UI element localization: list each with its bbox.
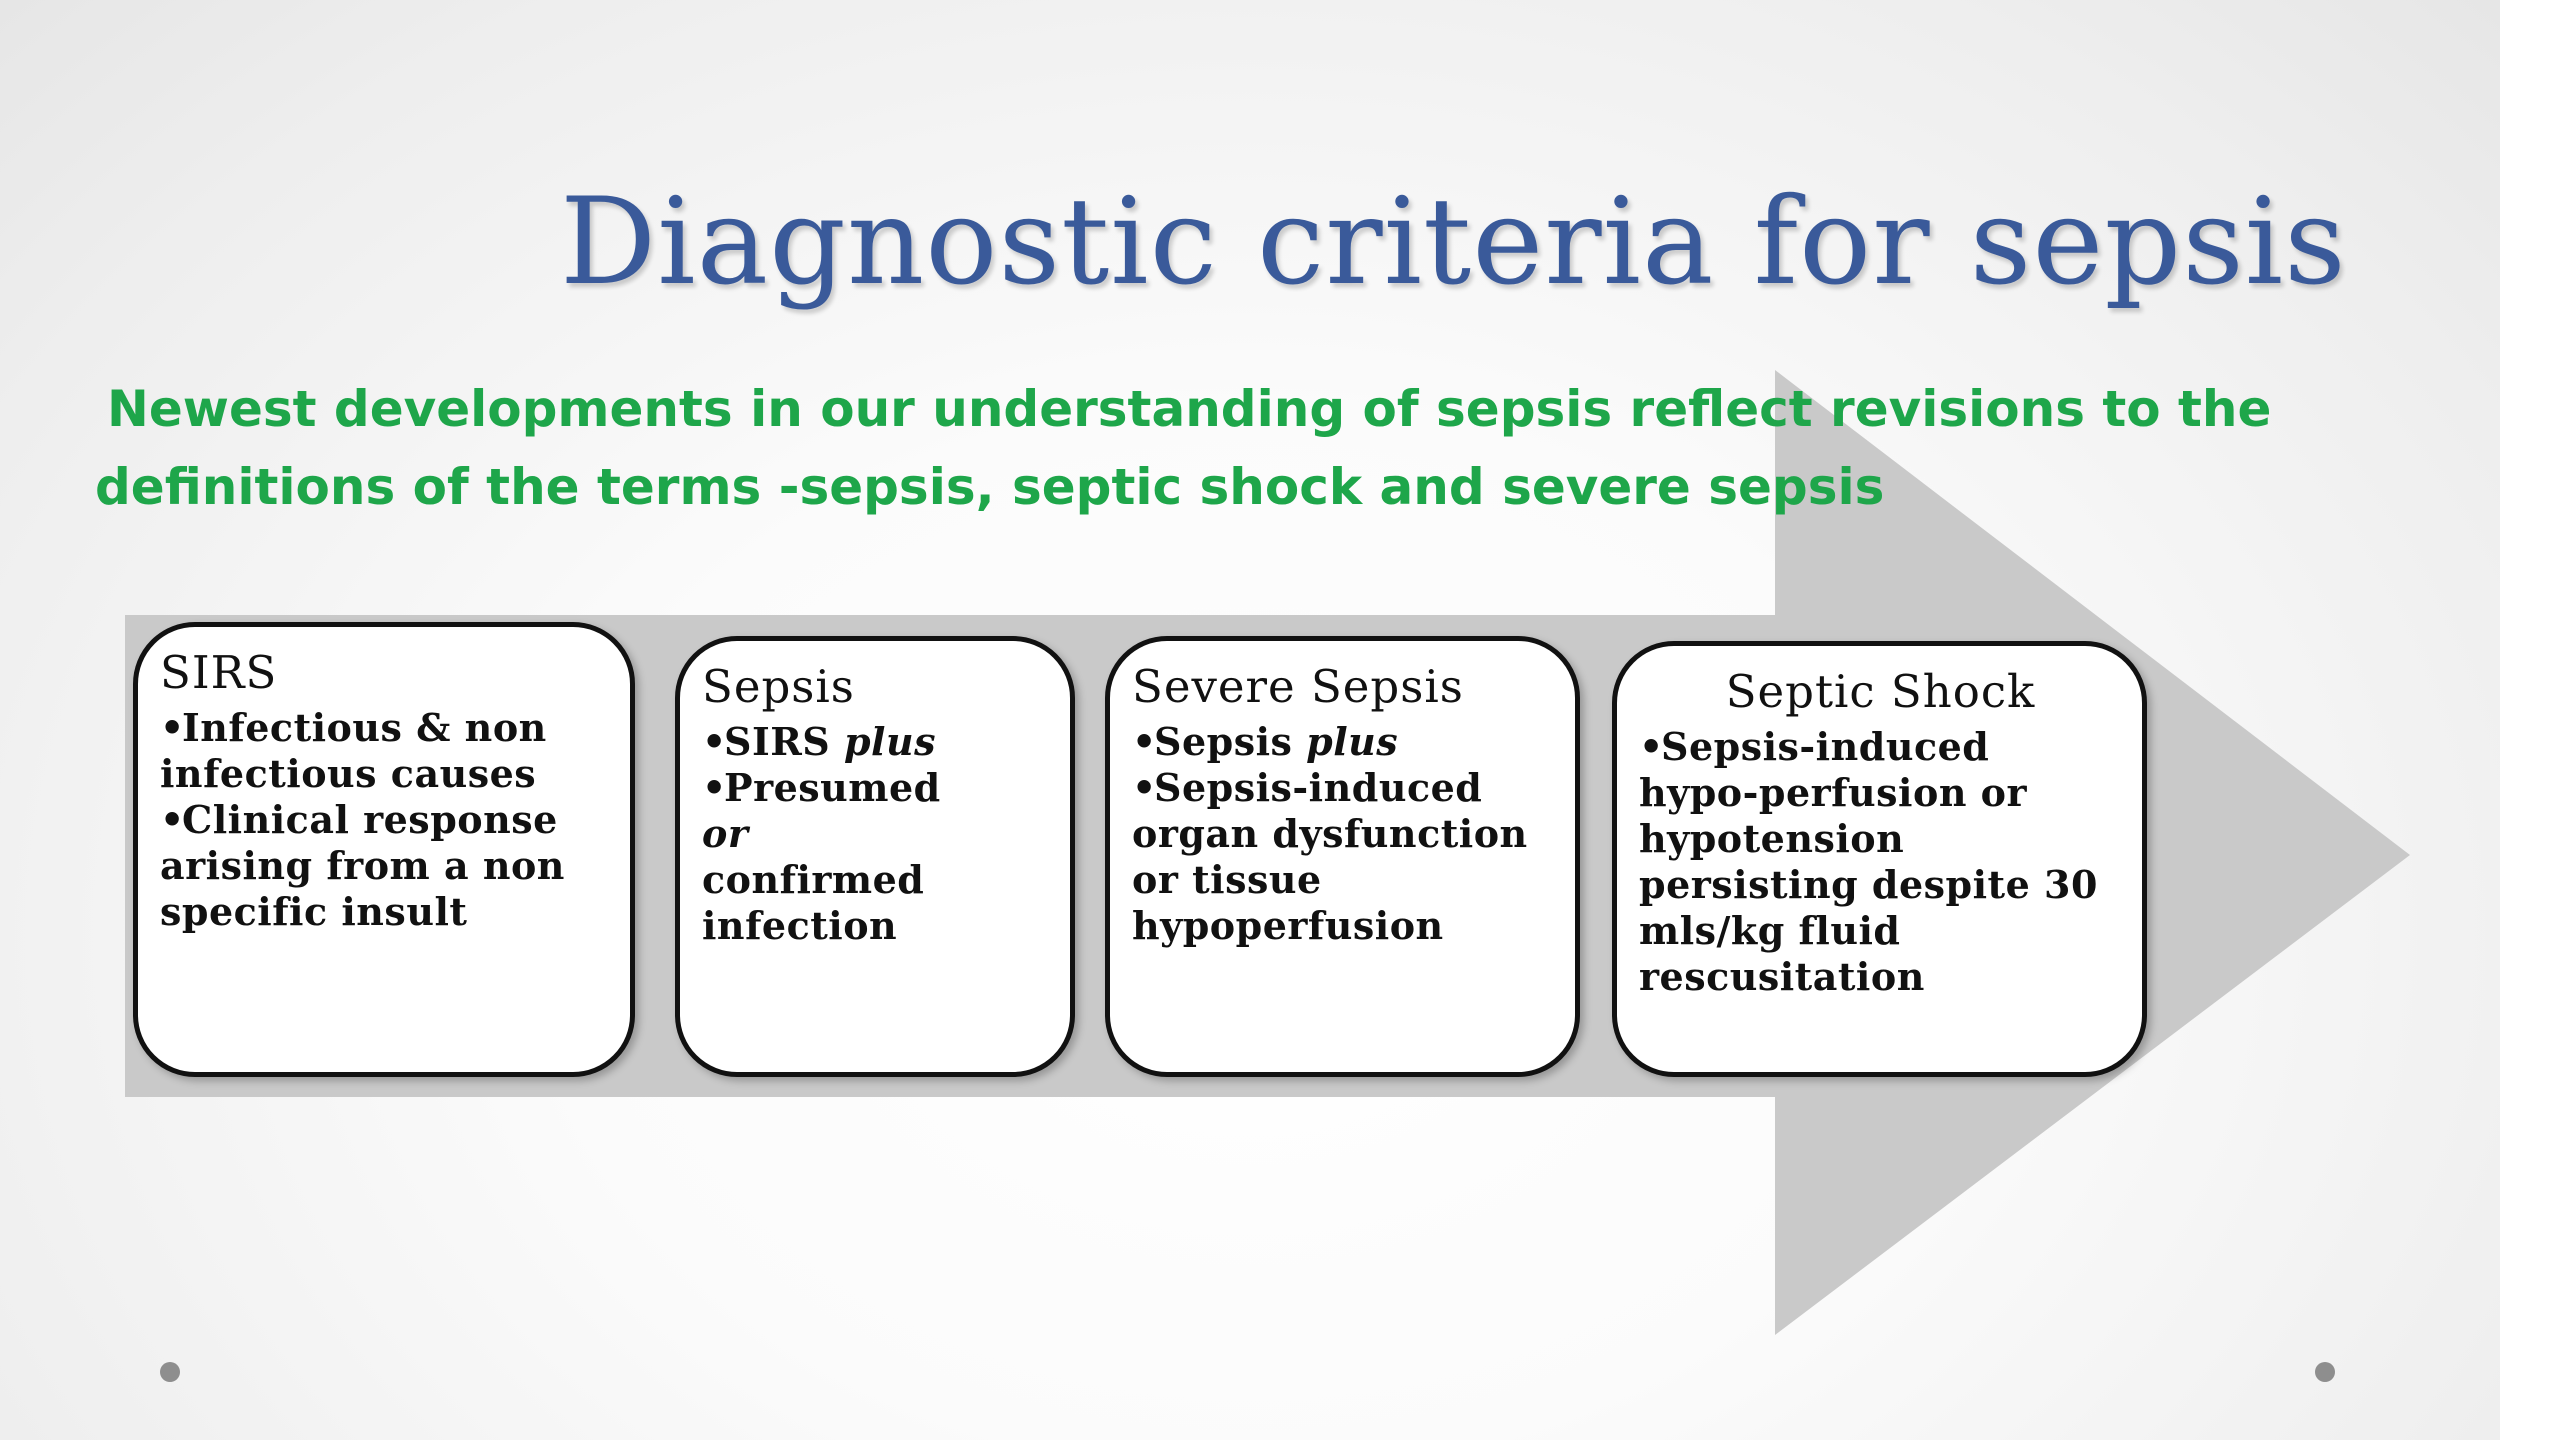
bullet-icon: •: [1132, 719, 1157, 764]
box-title: Severe Sepsis: [1132, 660, 1464, 713]
subtitle-line-2: definitions of the terms -sepsis, septic…: [95, 458, 1885, 516]
item-text: Sepsis-induced hypo-perfusion or hypoten…: [1639, 724, 2098, 999]
bullet-list: •Sepsis-induced hypo-perfusion or hypote…: [1639, 724, 2122, 1000]
list-item: •Infectious & non infectious causes: [160, 705, 610, 797]
item-text: Infectious & non infectious causes: [160, 705, 547, 796]
bullet-icon: •: [1639, 724, 1664, 769]
box-sirs: SIRS •Infectious & non infectious causes…: [133, 622, 635, 1077]
item-emphasis: plus: [843, 719, 937, 764]
bullet-icon: •: [160, 797, 185, 842]
list-item: •Sepsis-induced hypo-perfusion or hypote…: [1639, 724, 2122, 1000]
slide-title: Diagnostic criteria for sepsis: [560, 173, 2347, 312]
bullet-icon: •: [160, 705, 185, 750]
box-title: Sepsis: [702, 660, 855, 713]
item-emphasis: plus: [1306, 719, 1399, 764]
slide-dot-right: [2315, 1362, 2335, 1382]
item-text: Sepsis-induced organ dysfunction or tiss…: [1132, 765, 1528, 948]
list-item: •Clinical response arising from a non sp…: [160, 797, 610, 935]
slide-dot-left: [160, 1362, 180, 1382]
slide: Diagnostic criteria for sepsis Newest de…: [0, 0, 2500, 1440]
item-emphasis: or: [702, 811, 749, 856]
bullet-icon: •: [702, 765, 727, 810]
box-severe-sepsis: Severe Sepsis •Sepsis plus •Sepsis-induc…: [1105, 636, 1580, 1077]
item-text: SIRS: [724, 719, 844, 764]
bullet-icon: •: [1132, 765, 1157, 810]
list-item: •SIRS plus: [702, 719, 1050, 765]
bullet-icon: •: [702, 719, 727, 764]
item-text: Presumed: [724, 765, 941, 810]
bullet-list: •Infectious & non infectious causes •Cli…: [160, 705, 610, 935]
box-title: SIRS: [160, 646, 278, 699]
list-item: •Sepsis-induced organ dysfunction or tis…: [1132, 765, 1555, 949]
box-title: Septic Shock: [1725, 665, 2036, 718]
slide-subtitle: Newest developments in our understanding…: [95, 370, 2272, 526]
item-text: Sepsis: [1154, 719, 1307, 764]
subtitle-line-1: Newest developments in our understanding…: [107, 380, 2272, 438]
item-text: Clinical response arising from a non spe…: [160, 797, 565, 934]
list-item: •Sepsis plus: [1132, 719, 1555, 765]
box-septic-shock: Septic Shock •Sepsis-induced hypo-perfus…: [1612, 641, 2147, 1077]
bullet-list: •Sepsis plus •Sepsis-induced organ dysfu…: [1132, 719, 1555, 949]
item-text-continued: confirmed infection: [702, 857, 925, 948]
